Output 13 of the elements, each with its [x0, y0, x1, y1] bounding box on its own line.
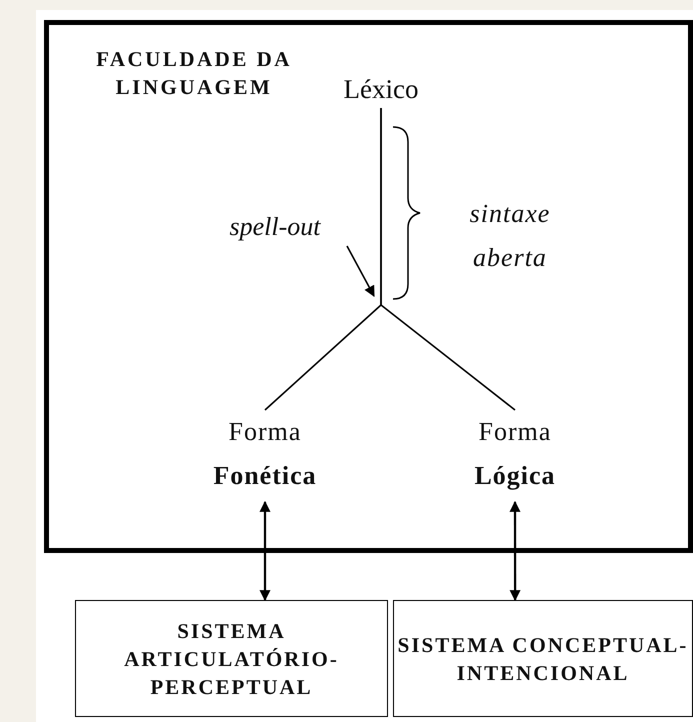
arrow — [260, 500, 270, 602]
tree-node-label: Léxico — [326, 70, 436, 108]
outer-frame — [44, 20, 693, 553]
system-box: SISTEMA ARTICULATÓRIO-PERCEPTUAL — [75, 600, 388, 717]
tree-branch-line — [380, 108, 516, 411]
arrow — [346, 246, 375, 297]
tree-node-label: Forma Fonética — [185, 410, 345, 502]
annotation-text: spell-out — [195, 208, 355, 246]
system-box: SISTEMA CONCEPTUAL-INTENCIONAL — [393, 600, 693, 717]
arrow — [510, 500, 521, 602]
frame-heading: FACULDADE DA LINGUAGEM — [95, 46, 293, 101]
annotation-text: sintaxe aberta — [468, 198, 552, 274]
tree-node-label: Forma Lógica — [435, 410, 595, 502]
